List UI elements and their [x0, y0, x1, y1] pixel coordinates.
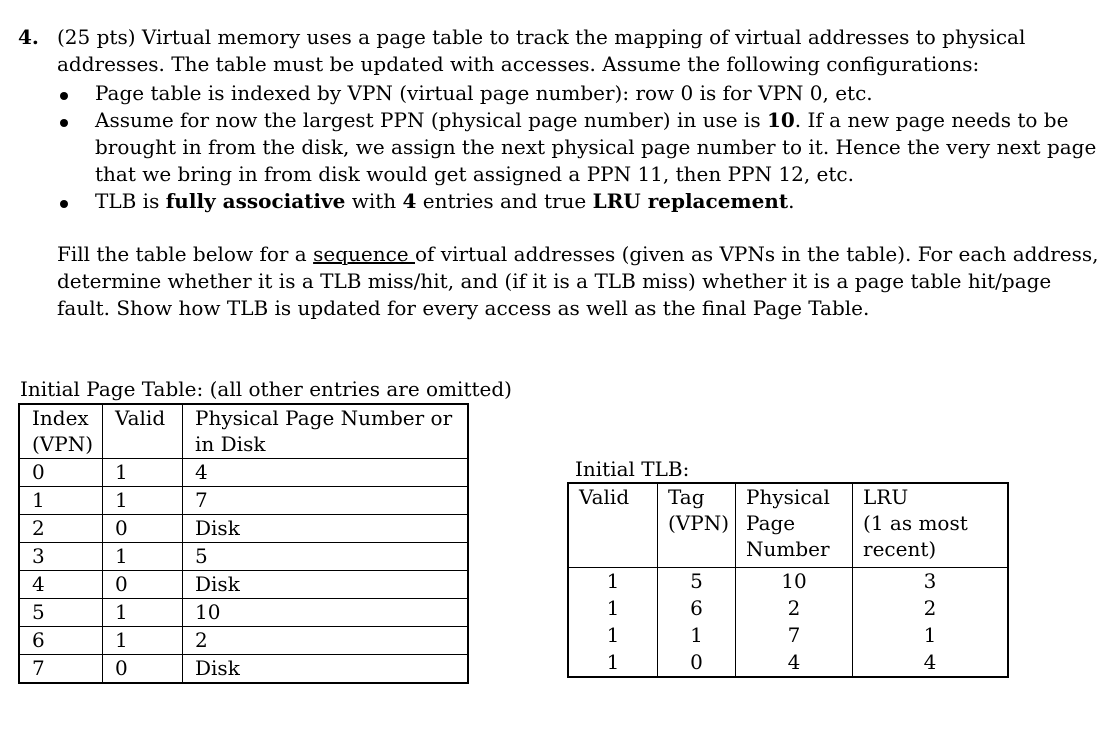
question-number: 4.	[18, 25, 39, 49]
table-cell: 1	[567, 595, 658, 622]
table-cell: 0	[102, 514, 183, 543]
table-cell: 1	[852, 622, 1010, 649]
table-row: 1 0 4 4	[567, 649, 1010, 678]
bullet-dot	[60, 92, 68, 100]
table-cell: 0	[656, 649, 737, 678]
instructions-line-2: determine whether it is a TLB miss/hit, …	[57, 269, 1052, 293]
bullet-2-line-1: Assume for now the largest PPN (physical…	[95, 108, 1069, 132]
tlb-table: Valid Tag (VPN) Physical Page Number LRU…	[567, 482, 1010, 678]
table-cell: 3	[852, 567, 1010, 595]
table-row: 1 1 7	[18, 486, 469, 515]
table-cell: Disk	[182, 514, 469, 543]
table-cell: 5	[656, 567, 737, 595]
table-cell: 10	[735, 567, 854, 595]
table-cell: 2	[18, 514, 103, 543]
table-cell: 2	[182, 626, 469, 655]
table-cell: 0	[102, 654, 183, 684]
table-cell: 0	[102, 570, 183, 599]
page-table-header: Index (VPN)	[18, 403, 103, 459]
tlb-lru-note: (1 as most recent)	[863, 511, 968, 561]
page-table-caption: Initial Page Table: (all other entries a…	[20, 377, 512, 401]
table-row: 7 0 Disk	[18, 654, 469, 684]
table-cell: 1	[102, 458, 183, 487]
table-row: 6 1 2	[18, 626, 469, 655]
instructions-line-3: fault. Show how TLB is updated for every…	[57, 296, 870, 320]
table-row: 5 1 10	[18, 598, 469, 627]
bullet-dot	[60, 200, 68, 208]
table-cell: 7	[18, 654, 103, 684]
table-cell: 1	[102, 598, 183, 627]
table-cell: 1	[102, 486, 183, 515]
bullet-1-text: Page table is indexed by VPN (virtual pa…	[95, 81, 873, 105]
tlb-header: Tag (VPN)	[656, 482, 737, 568]
table-row: 0 1 4	[18, 458, 469, 487]
table-cell: 2	[735, 595, 854, 622]
table-row: 2 0 Disk	[18, 514, 469, 543]
instructions-line-1: Fill the table below for a sequence of v…	[57, 242, 1099, 266]
bullet-3-text: TLB is fully associative with 4 entries …	[95, 189, 795, 213]
table-row: 4 0 Disk	[18, 570, 469, 599]
page-table: Index (VPN) Valid Physical Page Number o…	[18, 403, 469, 684]
tlb-caption: Initial TLB:	[575, 457, 690, 481]
table-cell: 1	[102, 542, 183, 571]
tlb-header: Physical Page Number	[735, 482, 854, 568]
tlb-header: Valid	[567, 482, 658, 568]
table-cell: 1	[102, 626, 183, 655]
table-row: 1 1 7 1	[567, 622, 1010, 649]
table-cell: Disk	[182, 570, 469, 599]
table-row: 3 1 5	[18, 542, 469, 571]
table-cell: 1	[567, 567, 658, 595]
table-cell: 7	[735, 622, 854, 649]
table-cell: 0	[18, 458, 103, 487]
table-cell: 4	[735, 649, 854, 678]
table-row: 1 6 2 2	[567, 595, 1010, 622]
table-cell: 4	[852, 649, 1010, 678]
table-cell: 5	[182, 542, 469, 571]
table-row: 1 5 10 3	[567, 567, 1010, 595]
table-cell: 1	[567, 622, 658, 649]
question-line-1: (25 pts) Virtual memory uses a page tabl…	[57, 25, 1026, 49]
table-cell: 4	[18, 570, 103, 599]
bullet-dot	[60, 119, 68, 127]
page-table-header-row: Index (VPN) Valid Physical Page Number o…	[18, 403, 469, 459]
question-line-2: addresses. The table must be updated wit…	[57, 52, 980, 76]
table-cell: 10	[182, 598, 469, 627]
tlb-header-row: Valid Tag (VPN) Physical Page Number LRU…	[567, 482, 1010, 568]
bullet-2-line-2: brought in from the disk, we assign the …	[95, 135, 1097, 159]
bullet-2-line-3: that we bring in from disk would get ass…	[95, 162, 854, 186]
page-table-header: Physical Page Number or in Disk	[182, 403, 469, 459]
table-cell: 1	[656, 622, 737, 649]
table-cell: 7	[182, 486, 469, 515]
table-cell: 2	[852, 595, 1010, 622]
table-cell: 1	[567, 649, 658, 678]
table-cell: 6	[18, 626, 103, 655]
table-cell: 3	[18, 542, 103, 571]
tlb-header: LRU (1 as most recent)	[852, 482, 1010, 568]
table-cell: 5	[18, 598, 103, 627]
page-table-header: Valid	[102, 403, 183, 459]
table-cell: 4	[182, 458, 469, 487]
table-cell: 6	[656, 595, 737, 622]
table-cell: 1	[18, 486, 103, 515]
table-cell: Disk	[182, 654, 469, 684]
